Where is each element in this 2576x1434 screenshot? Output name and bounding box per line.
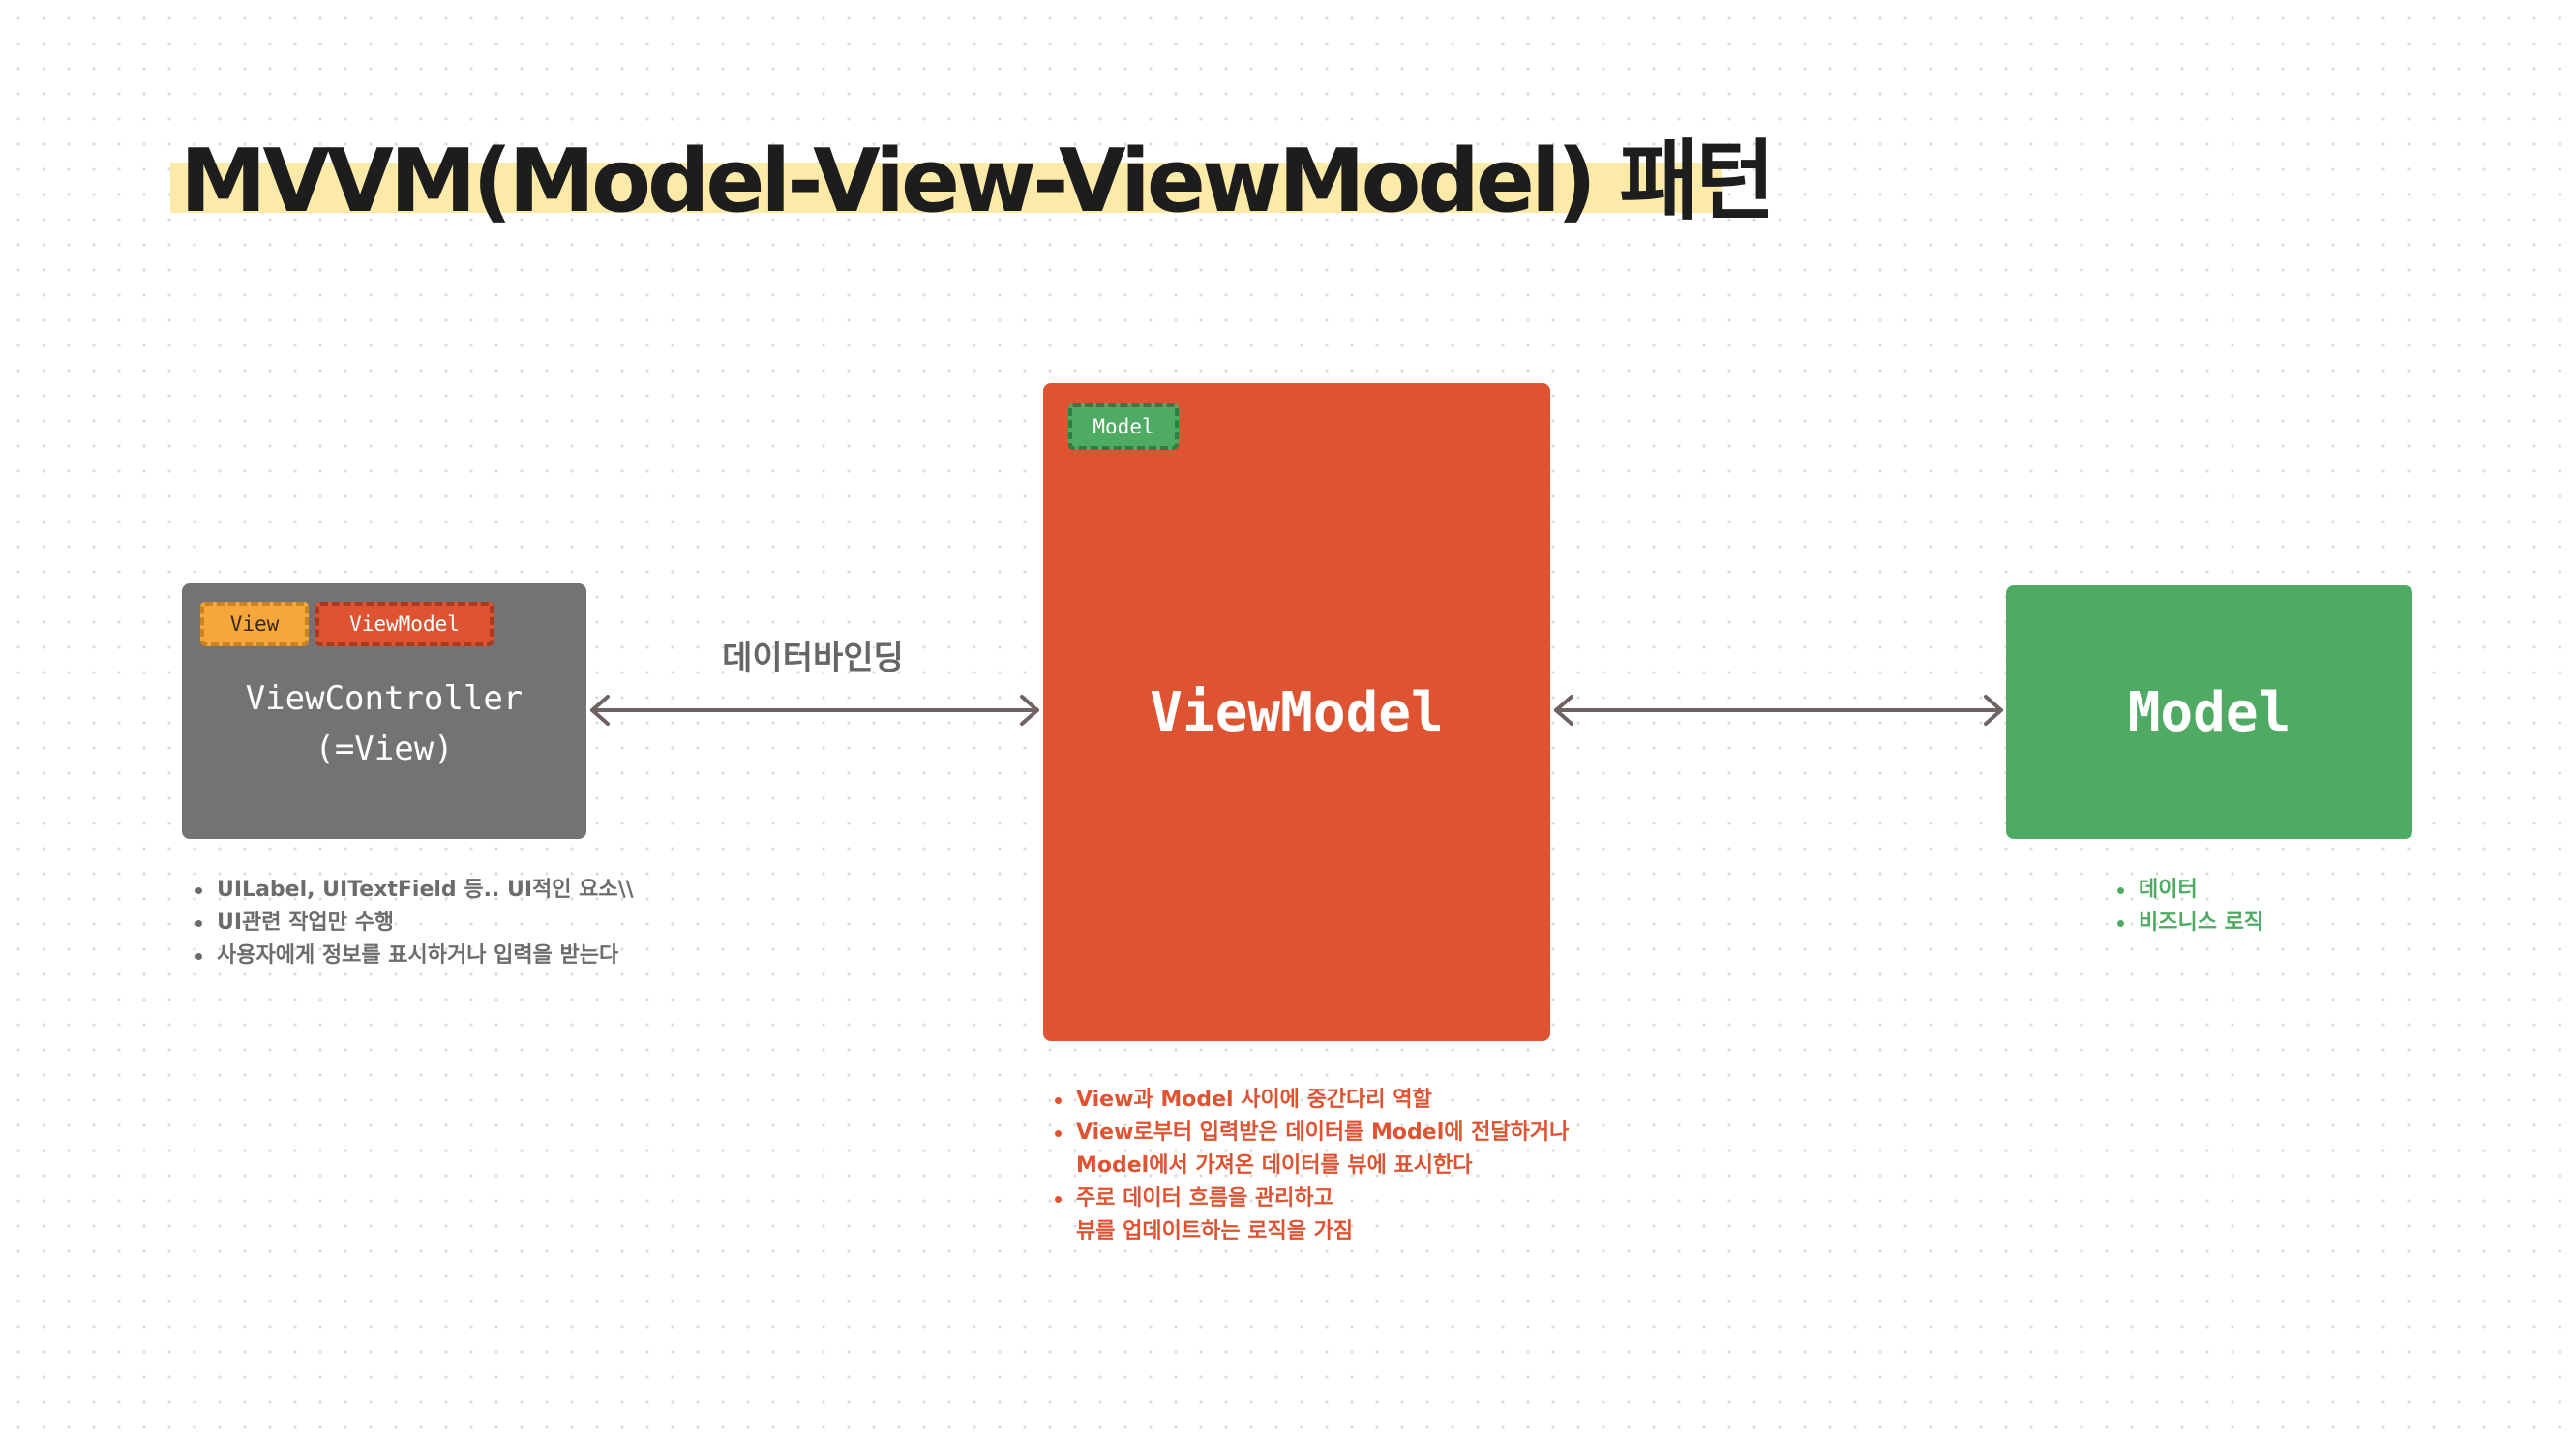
viewmodel-box-title: ViewModel bbox=[1150, 680, 1444, 744]
list-item: 사용자에게 정보를 표시하거나 입력을 받는다 bbox=[192, 940, 634, 972]
data-binding-label: 데이터바인딩 bbox=[722, 639, 904, 677]
model-notes-list: 데이터 비즈니스 로직 bbox=[2113, 874, 2263, 940]
model-tag: Model bbox=[1068, 403, 1179, 450]
title-highlight bbox=[170, 163, 1722, 213]
list-item: 비즈니스 로직 bbox=[2113, 907, 2263, 940]
view-controller-title-line1: ViewController bbox=[245, 679, 524, 718]
model-box: Model bbox=[2006, 585, 2412, 839]
viewmodel-box: ViewModel bbox=[1043, 383, 1550, 1041]
model-box-title: Model bbox=[2127, 680, 2291, 744]
list-item: View과 Model 사이에 중간다리 역할 bbox=[1051, 1084, 1569, 1117]
view-controller-title: ViewController (=View) bbox=[246, 673, 524, 774]
view-tag: View bbox=[200, 602, 309, 646]
viewmodel-notes-list: View과 Model 사이에 중간다리 역할 View로부터 입력받은 데이터… bbox=[1051, 1084, 1569, 1248]
list-item: 주로 데이터 흐름을 관리하고 뷰를 업데이트하는 로직을 가짐 bbox=[1051, 1182, 1569, 1248]
viewmodel-model-arrow bbox=[1554, 695, 2003, 726]
list-item: 데이터 bbox=[2113, 874, 2263, 907]
list-item: UILabel, UITextField 등.. UI적인 요소\\ bbox=[192, 874, 634, 907]
view-controller-title-line2: (=View) bbox=[315, 730, 454, 768]
page-title: MVVM(Model-View-ViewModel) 패턴 bbox=[180, 131, 1776, 232]
viewmodel-tag: ViewModel bbox=[315, 602, 494, 646]
list-item: UI관련 작업만 수행 bbox=[192, 907, 634, 940]
view-viewmodel-arrow bbox=[590, 695, 1039, 726]
view-notes-list: UILabel, UITextField 등.. UI적인 요소\\ UI관련 … bbox=[192, 874, 634, 972]
list-item: View로부터 입력받은 데이터를 Model에 전달하거나 Model에서 가… bbox=[1051, 1117, 1569, 1182]
